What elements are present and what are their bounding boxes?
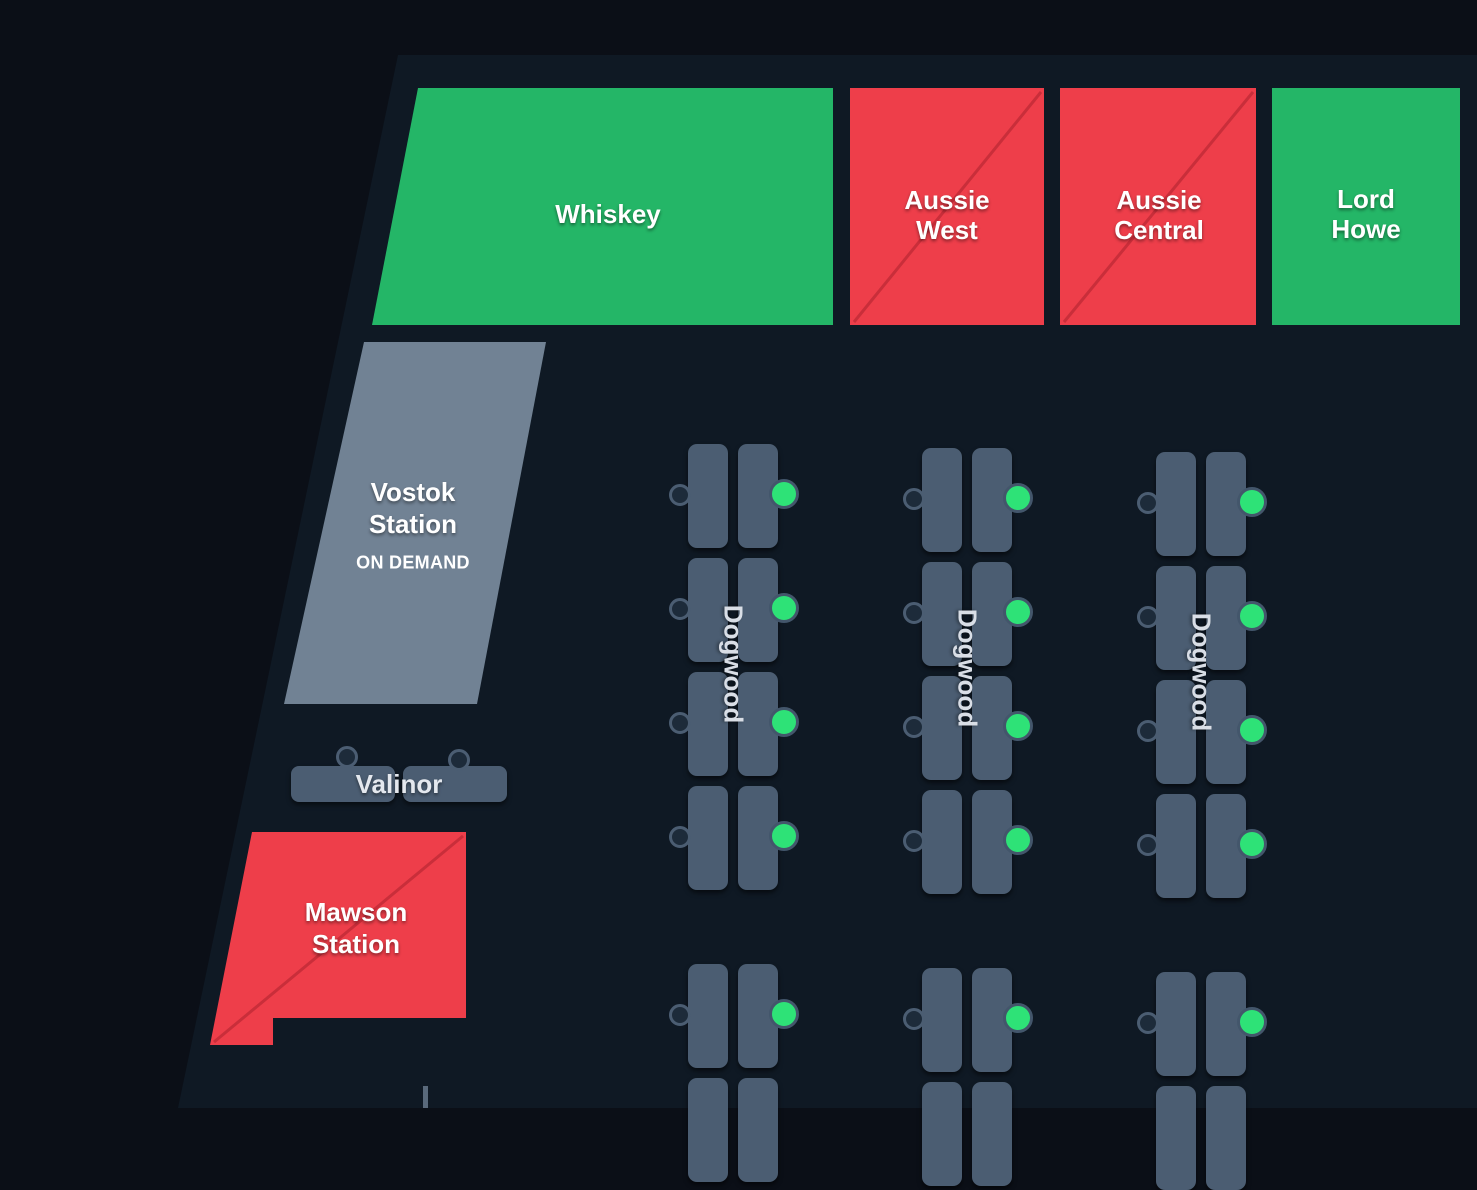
desk[interactable]: [1156, 680, 1196, 784]
desk-seat-dot-unavailable: [1137, 606, 1159, 628]
on-demand-badge: ON DEMAND: [356, 552, 470, 573]
desk-available-dot[interactable]: [769, 479, 799, 509]
room-label-vostok-station: Vostok Station: [368, 477, 458, 539]
desk[interactable]: [922, 676, 962, 780]
desk-seat-dot-unavailable: [1137, 1012, 1159, 1034]
wall-marker: [423, 1086, 428, 1108]
valinor-bench-left[interactable]: [291, 766, 395, 802]
desk-seat-dot-unavailable: [903, 1008, 925, 1030]
room-label-mawson-station: Mawson Station: [304, 897, 408, 959]
valinor-bench-right[interactable]: [403, 766, 507, 802]
desk[interactable]: [922, 790, 962, 894]
booked-strike-aussie-central: [1062, 91, 1255, 323]
booked-strike-mawson-station: [213, 834, 464, 1044]
desk-available-dot[interactable]: [769, 821, 799, 851]
desk-available-dot[interactable]: [769, 707, 799, 737]
room-label-whiskey: Whiskey: [555, 199, 661, 229]
room-label-aussie-west: Aussie West: [904, 185, 990, 245]
desk-available-dot[interactable]: [769, 999, 799, 1029]
desk-seat-dot-unavailable: [903, 488, 925, 510]
desk-seat-dot-unavailable: [1137, 492, 1159, 514]
desk-seat-dot-unavailable: [1137, 720, 1159, 742]
desk-available-dot[interactable]: [1003, 597, 1033, 627]
room-label-aussie-central: Aussie Central: [1114, 185, 1204, 245]
pod-label-dogwood: Dogwood: [1186, 612, 1217, 732]
desk[interactable]: [922, 968, 962, 1072]
room-whiskey[interactable]: [372, 88, 833, 325]
booked-strike-aussie-west: [852, 91, 1043, 323]
valinor-seat-dot: [336, 746, 358, 768]
desk[interactable]: [922, 448, 962, 552]
desk[interactable]: [922, 562, 962, 666]
desk-available-dot[interactable]: [1003, 711, 1033, 741]
desk-seat-dot-unavailable: [903, 716, 925, 738]
desk-available-dot[interactable]: [1003, 483, 1033, 513]
desk-available-dot[interactable]: [1237, 1007, 1267, 1037]
desk-seat-dot-unavailable: [669, 598, 691, 620]
desk-available-dot[interactable]: [1003, 1003, 1033, 1033]
room-label-lord-howe: Lord Howe: [1331, 184, 1401, 244]
desk[interactable]: [1156, 794, 1196, 898]
desk-seat-dot-unavailable: [669, 1004, 691, 1026]
desk-seat-dot-unavailable: [669, 484, 691, 506]
desk[interactable]: [688, 444, 728, 548]
room-vostok-station[interactable]: [284, 342, 546, 704]
desk-seat-dot-unavailable: [1137, 834, 1159, 856]
room-label-valinor: Valinor: [355, 769, 443, 799]
desk-seat-dot-unavailable: [903, 602, 925, 624]
desk[interactable]: [1156, 1086, 1196, 1190]
desk-available-dot[interactable]: [1237, 487, 1267, 517]
pod-label-dogwood: Dogwood: [952, 608, 983, 728]
desk[interactable]: [1206, 1086, 1246, 1190]
desk[interactable]: [738, 1078, 778, 1182]
desk-available-dot[interactable]: [1237, 829, 1267, 859]
desk-available-dot[interactable]: [1237, 715, 1267, 745]
desk[interactable]: [972, 1082, 1012, 1186]
desk-seat-dot-unavailable: [669, 826, 691, 848]
room-lord-howe[interactable]: [1272, 88, 1460, 325]
desk-available-dot[interactable]: [1237, 601, 1267, 631]
floor-plan: [178, 55, 1477, 1108]
desk-seat-dot-unavailable: [669, 712, 691, 734]
desk[interactable]: [922, 1082, 962, 1186]
desk[interactable]: [1156, 566, 1196, 670]
desk[interactable]: [688, 672, 728, 776]
desk[interactable]: [688, 558, 728, 662]
valinor-seat-dot: [448, 749, 470, 771]
desk-available-dot[interactable]: [1003, 825, 1033, 855]
desk[interactable]: [1156, 972, 1196, 1076]
desk[interactable]: [1156, 452, 1196, 556]
desk-seat-dot-unavailable: [903, 830, 925, 852]
desk[interactable]: [688, 1078, 728, 1182]
pod-label-dogwood: Dogwood: [718, 604, 749, 724]
desk[interactable]: [688, 964, 728, 1068]
desk-available-dot[interactable]: [769, 593, 799, 623]
desk[interactable]: [688, 786, 728, 890]
